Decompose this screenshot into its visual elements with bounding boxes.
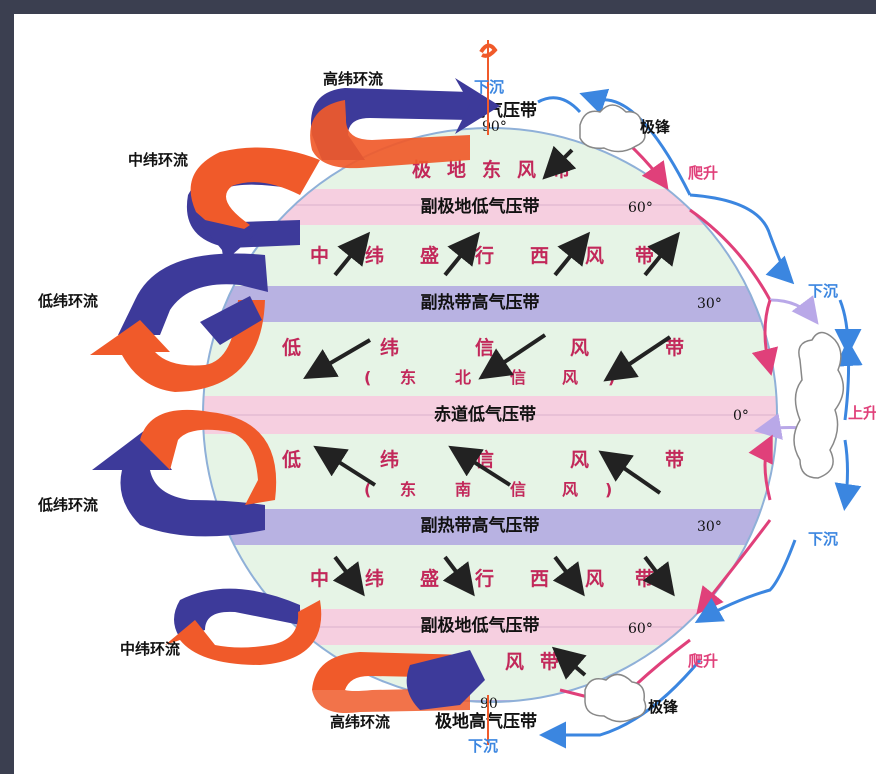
lat-label-s30: 30° (697, 519, 722, 535)
wind-arrow (642, 555, 675, 597)
cell-low-latitude-n (90, 253, 268, 392)
label-sink-bottom: 下沉 (468, 737, 498, 755)
svg-text:风: 风 (517, 159, 536, 181)
wind-arrow (303, 338, 372, 380)
svg-text:东: 东 (400, 480, 416, 499)
cell-label-mid-s: 中纬环流 (120, 640, 180, 658)
band-label-polar-high-s: 极地高气压带 (435, 711, 537, 732)
svg-text:信: 信 (475, 336, 494, 359)
label-polar-front-s: 极锋 (648, 698, 679, 716)
wind-arrow (551, 646, 587, 680)
circulation-cells (90, 78, 500, 714)
svg-text:带: 带 (665, 337, 684, 359)
svg-text:纬: 纬 (365, 567, 384, 590)
svg-text:行: 行 (474, 567, 494, 590)
cell-mid-latitude-n (186, 147, 320, 262)
lat-label-s60: 60° (628, 621, 653, 637)
cell-label-low-n: 低纬环流 (37, 292, 98, 310)
surface-wind-arrows (303, 145, 681, 680)
upper-airflow (537, 88, 863, 749)
svg-text:): ) (605, 480, 612, 499)
band-label-subtropical-high-n: 副热带高气压带 (421, 292, 540, 313)
svg-text:南: 南 (455, 480, 471, 499)
cell-label-high-n: 高纬环流 (323, 70, 383, 88)
wind-arrow (333, 231, 371, 277)
wind-arrow (603, 335, 672, 382)
label-climb-n: 爬升 (687, 164, 718, 182)
band-label-equatorial-low: 赤道低气压带 (434, 404, 536, 425)
wind-arrow (478, 333, 547, 380)
svg-text:信: 信 (510, 480, 526, 499)
svg-text:中: 中 (310, 567, 329, 590)
cell-label-high-s: 高纬环流 (330, 713, 390, 731)
cell-label-low-s: 低纬环流 (37, 496, 98, 514)
svg-text:西: 西 (530, 245, 549, 267)
svg-text:中: 中 (310, 244, 329, 267)
svg-text:盛: 盛 (420, 244, 439, 267)
label-rise-eq: 上升 (848, 404, 876, 422)
lat-label-eq: 0° (733, 408, 749, 424)
wind-arrow (313, 445, 377, 487)
band-subtropical-high-s (203, 509, 777, 545)
wind-arrow (448, 445, 512, 487)
cloud-icon (579, 104, 844, 723)
label-polar-front-n: 极锋 (640, 118, 671, 136)
label-climb-s: 爬升 (687, 652, 718, 670)
cell-high-latitude-s (312, 650, 485, 714)
band-label-subpolar-low-n: 副极地低气压带 (421, 196, 540, 217)
svg-text:信: 信 (510, 368, 526, 387)
band-label-subpolar-low-s: 副极地低气压带 (421, 615, 540, 636)
wind-arrow (542, 145, 577, 180)
svg-text:低: 低 (281, 448, 301, 471)
svg-text:北: 北 (455, 368, 471, 387)
polar-axis (479, 40, 498, 745)
svg-text:纬: 纬 (380, 448, 399, 471)
wind-arrow (552, 555, 585, 597)
label-sink-s30: 下沉 (808, 530, 838, 548)
svg-text:风: 风 (562, 368, 578, 387)
cell-high-latitude-n (310, 78, 500, 169)
svg-text:东: 东 (400, 368, 416, 387)
svg-text:行: 行 (474, 244, 494, 267)
wind-arrow (643, 231, 681, 277)
label-sink-n30: 下沉 (808, 282, 838, 300)
svg-text:带: 带 (635, 568, 654, 590)
svg-text:带: 带 (540, 651, 559, 673)
svg-text:纬: 纬 (380, 336, 399, 359)
svg-text:风: 风 (570, 449, 589, 471)
svg-text:(: ( (364, 480, 371, 499)
svg-text:带: 带 (665, 449, 684, 471)
zone-se-trades-sub: ( 东 南 信 风 ) (364, 480, 612, 499)
svg-text:带: 带 (635, 245, 654, 267)
wind-arrow (442, 555, 475, 597)
label-sink-top: 下沉 (474, 78, 504, 96)
wind-arrow (553, 231, 591, 277)
svg-text:低: 低 (281, 336, 301, 359)
svg-text:风: 风 (585, 568, 604, 590)
svg-text:(: ( (364, 368, 371, 387)
band-label-subtropical-high-s: 副热带高气压带 (421, 515, 540, 536)
wind-arrow (443, 231, 481, 277)
lat-label-n90: 90° (482, 119, 507, 135)
svg-text:风: 风 (585, 245, 604, 267)
zone-se-trades: 低 纬 信 风 带 (281, 448, 684, 471)
wind-arrow (332, 555, 365, 597)
band-subtropical-high-n (203, 286, 777, 322)
svg-text:盛: 盛 (420, 567, 439, 590)
cell-label-mid-n: 中纬环流 (128, 151, 188, 169)
svg-text:风: 风 (562, 480, 578, 499)
wind-arrow (598, 450, 662, 495)
cell-low-latitude-s (92, 409, 277, 537)
svg-text:东: 东 (482, 158, 501, 181)
svg-text:西: 西 (530, 568, 549, 590)
svg-text:地: 地 (447, 158, 466, 181)
lat-label-n30: 30° (697, 296, 722, 312)
lat-label-n60: 60° (628, 200, 653, 216)
svg-text:风: 风 (505, 651, 524, 673)
svg-text:纬: 纬 (365, 244, 384, 267)
cell-mid-latitude-s (165, 588, 322, 665)
svg-text:风: 风 (570, 337, 589, 359)
